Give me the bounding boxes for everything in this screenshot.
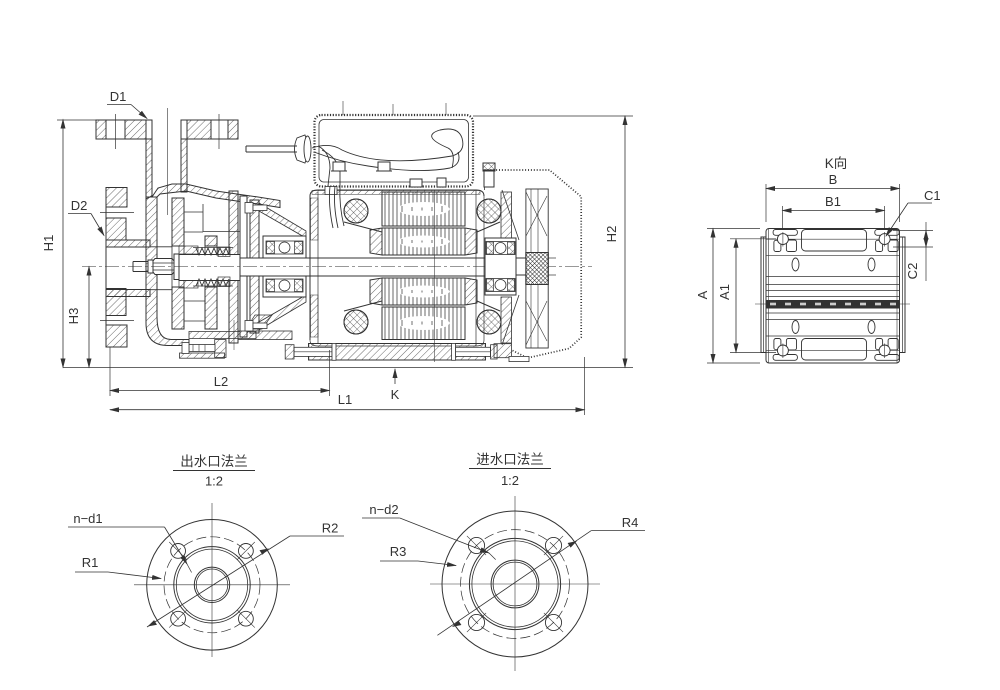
svg-text:n−d2: n−d2 [369,502,398,517]
svg-text:K: K [391,387,400,402]
svg-text:H2: H2 [604,226,619,243]
svg-text:进水口法兰: 进水口法兰 [476,452,544,467]
svg-text:L1: L1 [338,392,352,407]
svg-text:1:2: 1:2 [501,473,519,488]
svg-text:1:2: 1:2 [205,474,223,489]
svg-text:K向: K向 [825,156,848,171]
svg-text:L2: L2 [214,374,228,389]
svg-text:n−d1: n−d1 [73,511,102,526]
svg-text:A: A [695,290,710,299]
svg-text:H1: H1 [41,235,56,252]
svg-text:R4: R4 [622,515,639,530]
svg-text:出水口法兰: 出水口法兰 [180,454,248,469]
svg-text:D1: D1 [110,89,127,104]
svg-text:R2: R2 [322,521,339,536]
svg-text:A1: A1 [717,284,732,300]
svg-text:R1: R1 [82,555,99,570]
svg-text:H3: H3 [66,308,81,325]
svg-text:C2: C2 [905,263,920,280]
svg-text:C1: C1 [924,188,941,203]
svg-text:D2: D2 [71,198,88,213]
svg-text:R3: R3 [390,544,407,559]
svg-text:B1: B1 [825,194,841,209]
svg-text:B: B [829,172,838,187]
